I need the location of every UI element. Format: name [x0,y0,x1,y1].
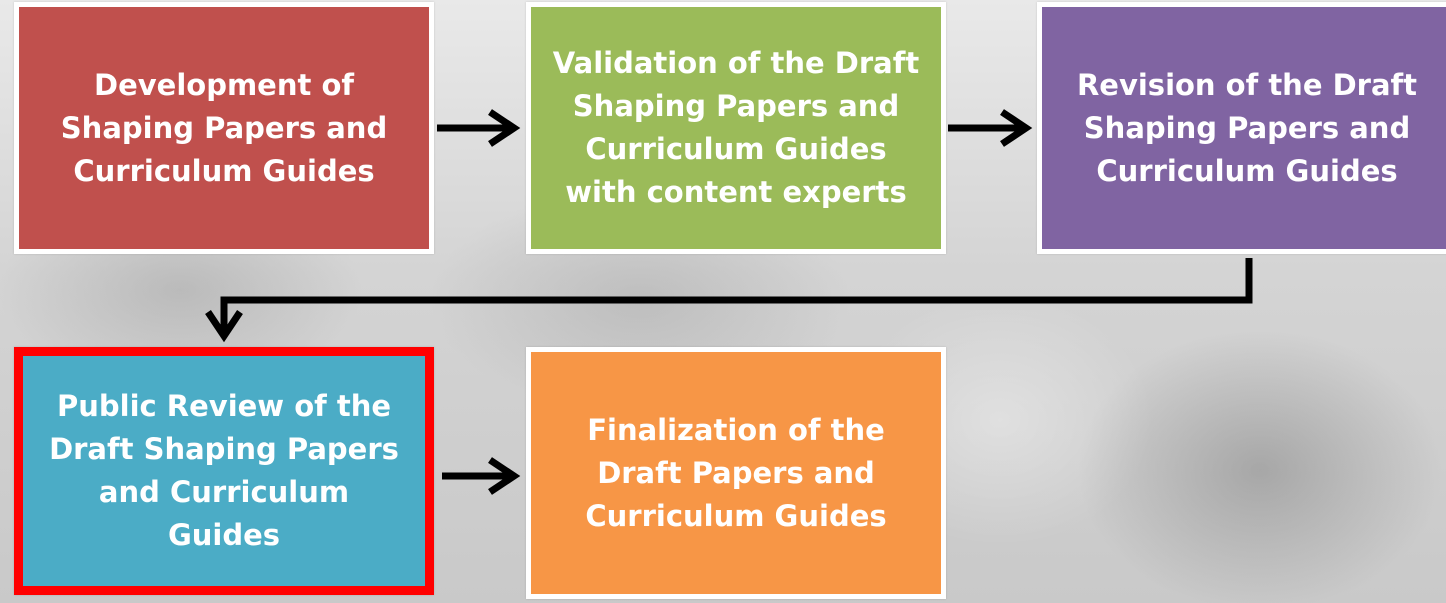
step-development-label: Development of Shaping Papers and Curric… [60,67,388,188]
step-public-review: Public Review of the Draft Shaping Paper… [14,347,434,595]
step-revision: Revision of the Draft Shaping Papers and… [1037,2,1446,254]
step-validation: Validation of the Draft Shaping Papers a… [526,2,946,254]
step-development: Development of Shaping Papers and Curric… [14,2,434,254]
arrow-4-to-5 [442,457,521,495]
arrow-2-to-3 [948,109,1033,147]
step-finalization: Finalization of the Draft Papers and Cur… [526,347,946,599]
step-validation-label: Validation of the Draft Shaping Papers a… [552,46,920,209]
step-finalization-label: Finalization of the Draft Papers and Cur… [585,412,887,533]
arrow-1-to-2 [437,109,521,147]
step-revision-label: Revision of the Draft Shaping Papers and… [1076,67,1418,188]
step-public-review-label: Public Review of the Draft Shaping Paper… [49,389,399,552]
arrow-3-to-4 [205,258,1253,343]
